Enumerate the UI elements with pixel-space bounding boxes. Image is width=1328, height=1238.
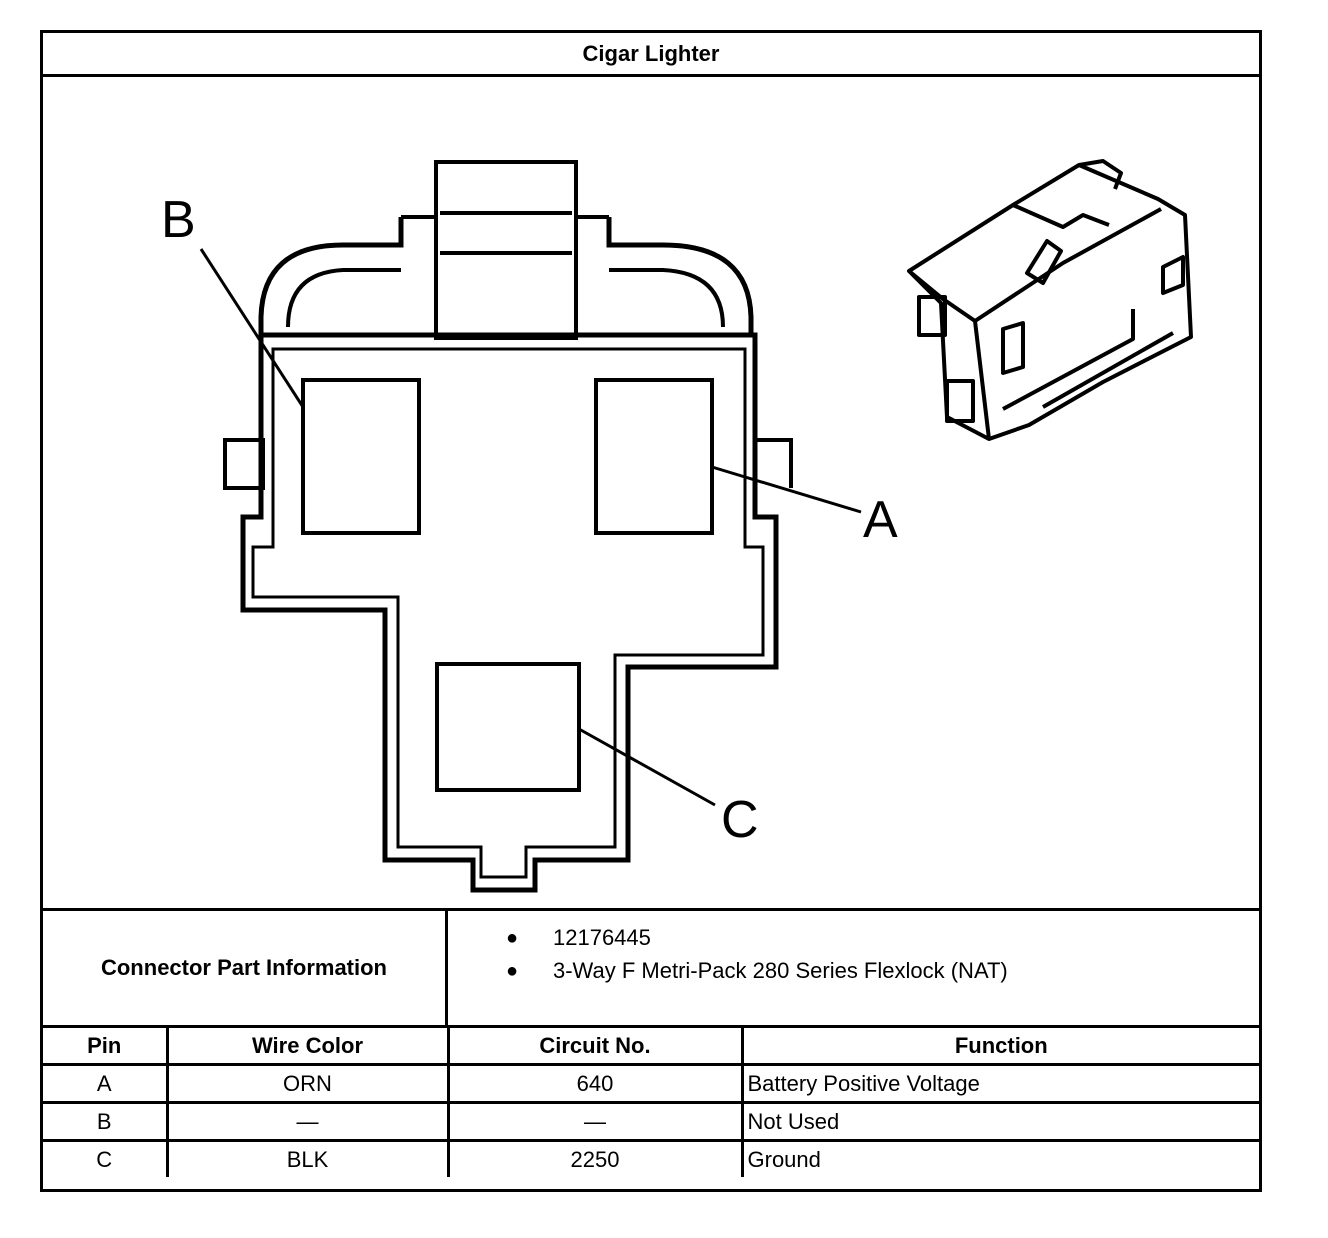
connector-part-info: Connector Part Information ● 12176445 ● 3-… [43, 911, 1259, 1028]
table-header-row: Pin Wire Color Circuit No. Function [43, 1028, 1259, 1066]
cavity-c [435, 662, 581, 792]
cavity-a [594, 378, 714, 535]
header-circuit-no: Circuit No. [446, 1028, 744, 1066]
circuit-cell: 2250 [446, 1139, 744, 1177]
chart-title: Cigar Lighter [43, 33, 1259, 77]
leader-a [711, 465, 862, 514]
pin-label-b: B [161, 191, 196, 249]
function-cell: Not Used [740, 1101, 1259, 1142]
top-latch [434, 160, 578, 340]
connector-info-list: ● 12176445 ● 3-Way F Metri-Pack 280 Series… [448, 923, 1008, 989]
circuit-cell: 640 [446, 1063, 744, 1104]
leader-c [578, 727, 716, 807]
table-row: B — — Not Used [43, 1101, 1259, 1142]
function-cell: Battery Positive Voltage [740, 1063, 1259, 1104]
header-function: Function [740, 1028, 1259, 1066]
wire-color-cell: BLK [165, 1139, 450, 1177]
left-side-tab [223, 438, 265, 490]
wire-color-cell: — [165, 1101, 450, 1142]
connector-isometric-illustration [907, 159, 1193, 441]
bullet-icon: ● [506, 927, 519, 949]
pin-label-a: A [863, 491, 898, 549]
function-cell: Ground [740, 1139, 1259, 1177]
part-number: 12176445 [553, 925, 651, 950]
circuit-cell: — [446, 1101, 744, 1142]
header-pin: Pin [43, 1028, 169, 1066]
pin-label-c: C [721, 791, 759, 849]
pin-cell: C [43, 1139, 169, 1177]
connector-info-label: Connector Part Information [43, 911, 448, 1025]
connector-face-diagram: B A C [161, 159, 1193, 893]
list-item: ● 3-Way F Metri-Pack 280 Series Flexlock … [448, 956, 1008, 989]
connector-outline [240, 332, 779, 893]
pin-cell: B [43, 1101, 169, 1142]
connector-chart-frame: Cigar Lighter [40, 30, 1262, 1192]
header-wire-color: Wire Color [165, 1028, 450, 1066]
cavity-b [301, 378, 421, 535]
pin-cell: A [43, 1063, 169, 1104]
upper-arch [258, 217, 436, 338]
table-row: C BLK 2250 Ground [43, 1139, 1259, 1177]
pin-table: Pin Wire Color Circuit No. Function A OR… [43, 1028, 1259, 1177]
connector-diagram-area: B A C [43, 77, 1259, 911]
bullet-icon: ● [506, 960, 519, 982]
leader-b [199, 248, 305, 408]
list-item: ● 12176445 [448, 923, 1008, 956]
wire-color-cell: ORN [165, 1063, 450, 1104]
connector-description: 3-Way F Metri-Pack 280 Series Flexlock (… [553, 958, 1008, 983]
table-row: A ORN 640 Battery Positive Voltage [43, 1063, 1259, 1104]
